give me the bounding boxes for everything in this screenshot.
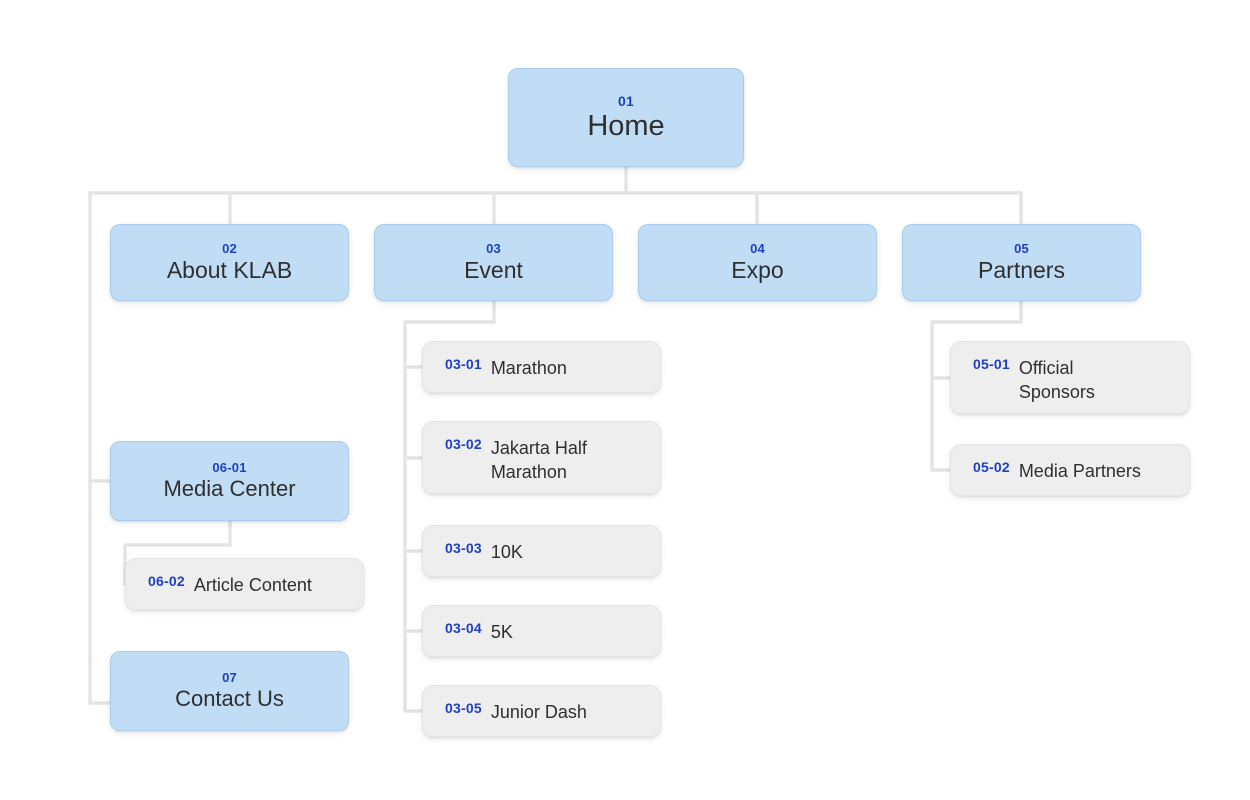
node-about-klab-label: About KLAB <box>166 257 293 283</box>
node-media-partners[interactable]: 05-02 Media Partners <box>950 444 1190 496</box>
node-expo-label: Expo <box>731 257 784 283</box>
node-media-partners-code: 05-02 <box>973 459 1010 475</box>
node-contact-us-label: Contact Us <box>175 686 284 711</box>
node-about-klab[interactable]: 02 About KLAB <box>110 224 349 301</box>
node-event-code: 03 <box>486 241 501 256</box>
node-about-klab-code: 02 <box>222 241 237 256</box>
node-jakarta-half-marathon[interactable]: 03-02 Jakarta Half Marathon <box>422 421 661 494</box>
node-partners-label: Partners <box>978 257 1065 283</box>
node-5k-code: 03-04 <box>445 620 482 636</box>
node-event-label: Event <box>464 257 523 283</box>
node-marathon-code: 03-01 <box>445 356 482 372</box>
node-article-content-label: Article Content <box>193 575 312 595</box>
node-10k[interactable]: 03-03 10K <box>422 525 661 577</box>
node-event[interactable]: 03 Event <box>374 224 613 301</box>
node-media-center[interactable]: 06-01 Media Center <box>110 441 349 521</box>
node-article-content[interactable]: 06-02 Article Content <box>125 558 364 610</box>
node-article-content-code: 06-02 <box>148 573 185 589</box>
node-partners[interactable]: 05 Partners <box>902 224 1141 301</box>
node-junior-dash-code: 03-05 <box>445 700 482 716</box>
node-expo-code: 04 <box>750 241 765 256</box>
node-jakarta-half-marathon-code: 03-02 <box>445 436 482 452</box>
node-marathon[interactable]: 03-01 Marathon <box>422 341 661 393</box>
node-official-sponsors-code: 05-01 <box>973 356 1010 372</box>
node-5k-label: 5K <box>490 622 513 642</box>
node-10k-label: 10K <box>490 542 523 562</box>
node-media-center-label: Media Center <box>163 476 296 501</box>
node-official-sponsors-label: Official Sponsors <box>1018 358 1095 402</box>
node-marathon-label: Marathon <box>490 358 567 378</box>
node-media-center-code: 06-01 <box>212 460 247 475</box>
node-media-partners-label: Media Partners <box>1018 461 1141 481</box>
node-contact-us[interactable]: 07 Contact Us <box>110 651 349 731</box>
node-jakarta-half-marathon-label: Jakarta Half Marathon <box>490 438 587 482</box>
node-home[interactable]: 01 Home <box>508 68 744 167</box>
node-junior-dash-label: Junior Dash <box>490 702 587 722</box>
node-home-code: 01 <box>618 92 634 109</box>
node-partners-code: 05 <box>1014 241 1029 256</box>
node-home-label: Home <box>587 109 665 142</box>
node-10k-code: 03-03 <box>445 540 482 556</box>
node-5k[interactable]: 03-04 5K <box>422 605 661 657</box>
node-contact-us-code: 07 <box>222 670 237 685</box>
node-expo[interactable]: 04 Expo <box>638 224 877 301</box>
node-junior-dash[interactable]: 03-05 Junior Dash <box>422 685 661 737</box>
node-official-sponsors[interactable]: 05-01 Official Sponsors <box>950 341 1190 414</box>
